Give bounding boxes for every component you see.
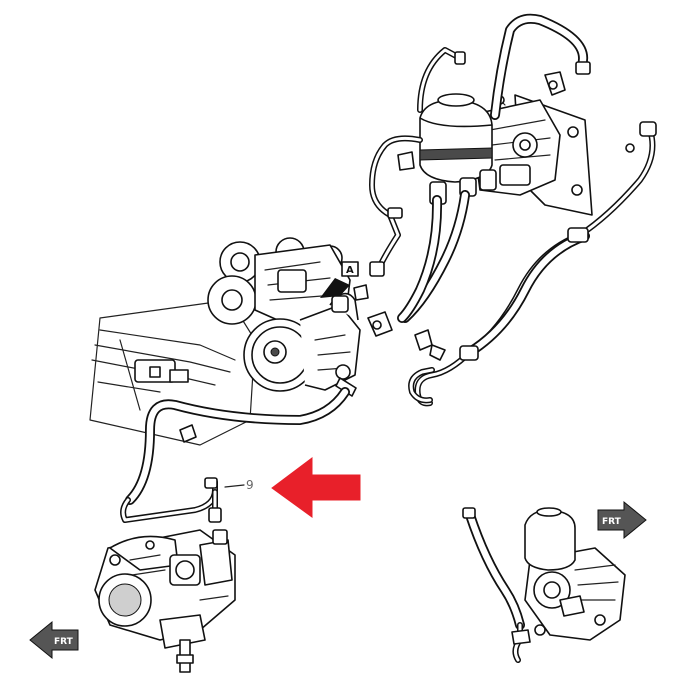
steering-pump-pulley bbox=[243, 292, 361, 397]
pressure-hose-middle bbox=[367, 190, 470, 337]
engine-frame-outline bbox=[89, 299, 256, 446]
front-direction-indicator-right: FRT bbox=[597, 500, 647, 540]
pressure-line-upper bbox=[369, 47, 466, 277]
inset-pump-assembly bbox=[462, 507, 626, 663]
return-hose-right bbox=[408, 121, 657, 407]
front-direction-indicator-left: FRT bbox=[29, 620, 79, 660]
return-hose-left: 9 bbox=[120, 387, 350, 523]
reference-letter: A bbox=[346, 265, 354, 276]
callout-number: 9 bbox=[246, 478, 254, 492]
steering-gear bbox=[94, 529, 236, 673]
front-label-left: FRT bbox=[54, 637, 74, 647]
upper-supply-hose bbox=[490, 13, 591, 120]
highlight-arrow bbox=[271, 457, 361, 518]
engine-accessory-assembly bbox=[207, 237, 351, 331]
front-label-right: FRT bbox=[602, 517, 622, 527]
reservoir-assembly bbox=[397, 71, 593, 216]
reference-marker-a: A bbox=[320, 261, 369, 301]
